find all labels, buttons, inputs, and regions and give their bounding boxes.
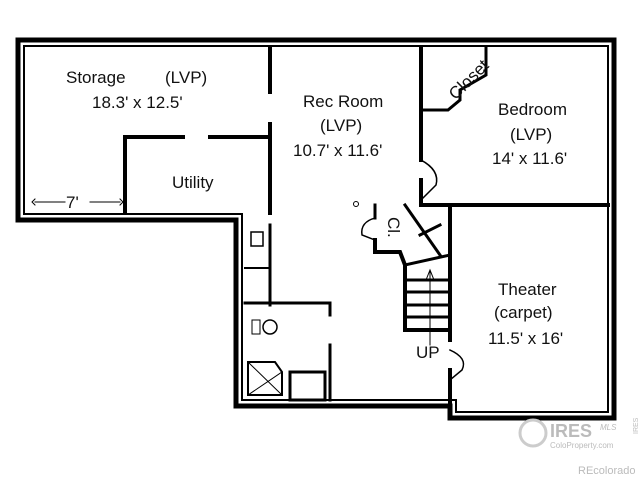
bedroom-dims: 14' x 11.6' (492, 149, 567, 168)
outer-wall-inner (23, 45, 609, 413)
theater-label: Theater (498, 280, 557, 299)
watermark-brand: IRES (550, 421, 592, 441)
storage-floor: (LVP) (165, 68, 207, 87)
bedroom-label: Bedroom (498, 100, 567, 119)
bedroom-floor: (LVP) (510, 125, 552, 144)
watermark-credit: REcolorado (578, 465, 635, 477)
dimension-7ft: 7' (66, 193, 79, 212)
rec-room-label: Rec Room (303, 92, 383, 111)
theater-floor: (carpet) (494, 303, 553, 322)
theater-dims: 11.5' x 16' (488, 329, 563, 348)
watermark-site: ColoProperty.com (550, 441, 614, 450)
storage-dims: 18.3' x 12.5' (92, 93, 183, 112)
rec-room-floor: (LVP) (320, 116, 362, 135)
closet-label: Closet (445, 56, 493, 104)
ires-logo-icon (518, 418, 548, 448)
watermark-mls: MLS (600, 423, 617, 432)
utility-label: Utility (172, 173, 214, 192)
stair-closet-label: Cl. (384, 217, 403, 238)
stairs-up-label: UP (416, 343, 440, 362)
rec-room-dims: 10.7' x 11.6' (293, 141, 382, 160)
storage-label: Storage (66, 68, 126, 87)
watermark-side: IRES (633, 417, 640, 434)
